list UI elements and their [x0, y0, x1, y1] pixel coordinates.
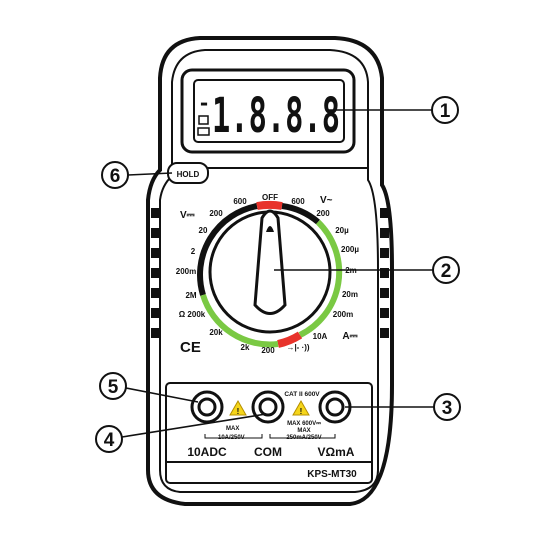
callout-6-leader	[127, 172, 173, 176]
fuse-bracket-right	[269, 434, 336, 439]
dial-label-ohm-2k: 2k	[241, 343, 250, 352]
callout-5-leader	[125, 387, 199, 403]
model-number: KPS-MT30	[307, 469, 357, 480]
callout-4-leader	[121, 413, 267, 438]
lcd-window	[193, 79, 345, 143]
callout-5-circle	[99, 372, 127, 400]
callout-1-circle	[431, 96, 459, 124]
dial-label-acv-200: 200	[316, 209, 330, 218]
jack-label-vohm-ma: VΩmA	[318, 445, 355, 459]
dial-label-dca: A⎓	[342, 331, 357, 342]
dial-arc-red-off	[256, 200, 283, 210]
lcd-digits: 1.8.8.8	[212, 88, 340, 144]
dial-arc-black-dcv	[197, 203, 258, 296]
dial-label-ohm-20k: 20k	[209, 328, 223, 337]
callout-2-circle	[432, 256, 460, 284]
right-grip-ridges	[380, 208, 389, 338]
callout-1-number: 1	[440, 101, 451, 122]
dial-label-off: OFF	[262, 193, 278, 202]
dial-label-dcv-200: 200	[209, 209, 223, 218]
dial-label-dca-200u: 200µ	[341, 245, 359, 254]
warning-mark-right: !	[300, 407, 303, 416]
rotary-pointer-tip-icon	[266, 226, 274, 232]
dial-arc-green-current	[298, 219, 343, 338]
dial-arc-black-acv	[281, 203, 320, 225]
warning-triangle-left-icon	[229, 399, 247, 416]
rotary-selector-pointer	[253, 209, 287, 315]
callout-6-circle	[101, 161, 129, 189]
dial-label-ohm-200: 200	[261, 346, 275, 355]
jack-vohm-ma-inner	[325, 397, 345, 417]
dial-label-dca-10A: 10A	[313, 332, 328, 341]
dial-label-ohm-2M: 2M	[185, 291, 196, 300]
dial-label-dcv-600: 600	[233, 197, 247, 206]
dial-label-dcv-20: 20	[199, 226, 208, 235]
jack-com-inner	[258, 397, 278, 417]
callout-2-number: 2	[441, 261, 452, 282]
max-right-line1: MAX 600V⎓	[287, 421, 321, 427]
cat-rating: CAT II 600V	[284, 391, 320, 398]
callout-3-circle	[433, 393, 461, 421]
dial-label-acv-600: 600	[291, 197, 305, 206]
jack-label-10adc: 10ADC	[187, 445, 227, 459]
left-grip-ridges	[151, 208, 160, 338]
dial-label-dca-20u: 20µ	[335, 226, 349, 235]
lcd-battery-icon	[197, 127, 210, 136]
callout-4-circle	[95, 425, 123, 453]
lcd-minus-sign: -	[198, 91, 210, 115]
fuse-bracket-left	[204, 434, 263, 439]
ce-mark: CE	[180, 339, 201, 356]
dial-label-dca-200m: 200m	[333, 310, 353, 319]
callout-5-number: 5	[108, 377, 119, 398]
dial-arc-green-resistance	[200, 294, 279, 348]
dial-label-dca-20m: 20m	[342, 290, 358, 299]
max-right-line2: MAX	[297, 428, 310, 434]
max-left-line1: MAX	[226, 426, 239, 432]
dial-label-diode-continuity: →|- ·))	[286, 343, 309, 352]
dial-label-dcv: V⎓	[180, 210, 195, 221]
callout-4-number: 4	[104, 430, 115, 451]
warning-triangle-right-icon	[292, 399, 310, 416]
hold-button-label: HOLD	[177, 170, 200, 179]
jack-10adc-inner	[197, 397, 217, 417]
callout-3-number: 3	[442, 398, 453, 419]
lcd-hv-icon	[198, 115, 209, 125]
dial-label-dcv-200m: 200m	[176, 267, 196, 276]
callout-6-number: 6	[110, 166, 121, 187]
warning-mark-left: !	[237, 407, 240, 416]
dial-arc-red-diode	[276, 331, 303, 348]
dial-label-ohm-200k: Ω 200k	[179, 310, 206, 319]
dial-label-dcv-2: 2	[191, 247, 196, 256]
jack-label-com: COM	[254, 445, 282, 459]
dial-label-acv: V~	[320, 195, 333, 206]
